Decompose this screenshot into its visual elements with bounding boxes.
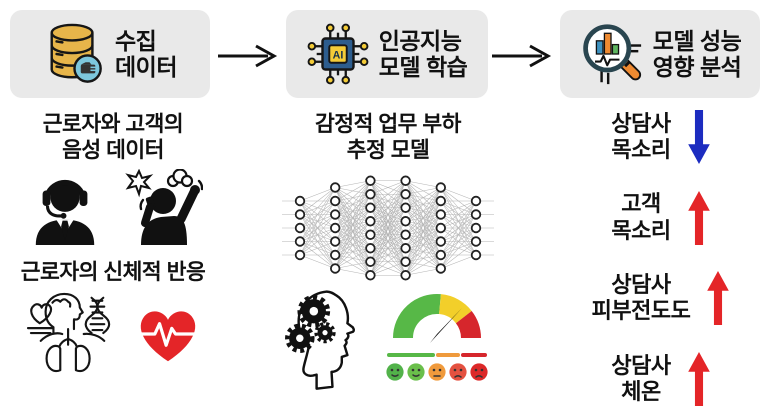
step-label-line: 모델 성능 — [652, 27, 742, 54]
heading-line: 음성 데이터 — [62, 137, 164, 162]
call-agent-icon — [23, 171, 107, 250]
analysis-row-agent-voice: 상담사 목소리 — [548, 110, 774, 164]
trend-up-arrow-icon — [706, 271, 730, 326]
step-label-collect: 수집 데이터 — [115, 28, 177, 81]
heading-line: 감정적 업무 부하 — [315, 112, 461, 136]
label-line: 고객 — [621, 191, 661, 217]
step-label-ai-training: 인공지능 모델 학습 — [379, 28, 468, 81]
flow-arrow-icon — [490, 43, 554, 74]
label-line: 상담사 — [611, 110, 671, 136]
heart-ecg-icon — [132, 303, 204, 370]
model-column: 감정적 업무 부하 추정 모델 — [272, 112, 504, 403]
label-line: 상담사 — [611, 352, 671, 378]
label-line: 상담사 — [611, 271, 671, 297]
analysis-label: 상담사 목소리 — [611, 110, 671, 164]
step-label-line: 인공지능 — [378, 27, 462, 54]
analysis-row-skin-conductance: 상담사 피부전도도 — [548, 271, 774, 326]
step-label-line: 수집 — [115, 27, 157, 54]
trend-down-arrow-icon — [687, 110, 711, 164]
analysis-label: 상담사 피부전도도 — [592, 272, 691, 325]
heading-line: 근로자와 고객의 — [42, 112, 184, 136]
analysis-row-body-temperature: 상담사 체온 — [548, 351, 774, 406]
analysis-label: 고객 목소리 — [611, 191, 671, 244]
model-heading: 감정적 업무 부하 추정 모델 — [272, 112, 504, 164]
physio-icons-row — [2, 289, 224, 383]
step-label-line: 모델 학습 — [378, 54, 468, 80]
database-icon — [43, 21, 105, 87]
label-line: 체온 — [621, 378, 661, 404]
pipeline-step-collect-data: 수집 데이터 — [10, 10, 210, 98]
label-line: 피부전도도 — [591, 298, 691, 324]
label-line: 목소리 — [611, 217, 671, 243]
step-label-line: 데이터 — [115, 54, 177, 80]
model-icons-row — [272, 286, 504, 403]
pipeline-step-analysis: 모델 성능 영향 분석 — [560, 10, 760, 98]
voice-data-heading: 근로자와 고객의 음성 데이터 — [2, 112, 224, 164]
voice-icons-row — [2, 167, 224, 250]
physio-heading: 근로자의 신체적 반응 — [20, 259, 206, 284]
pipeline-step-ai-training: AI 인공지능 모델 학습 — [286, 10, 488, 98]
neural-network — [282, 175, 494, 281]
trend-up-arrow-icon — [687, 351, 711, 406]
analysis-column: 상담사 목소리 고객 목소리 상담사 피부전도도 — [548, 110, 774, 406]
magnifier-chart-icon — [579, 21, 643, 87]
step-label-line: 영향 분석 — [652, 54, 742, 80]
label-line: 목소리 — [611, 137, 671, 162]
flow-arrow-icon — [216, 43, 280, 74]
trend-up-arrow-icon — [687, 190, 711, 245]
emotion-gauge-icon — [376, 292, 498, 389]
head-gears-icon — [278, 286, 372, 403]
angry-customer-icon — [111, 167, 204, 250]
analysis-row-customer-voice: 고객 목소리 — [548, 190, 774, 245]
body-anatomy-icon — [22, 290, 122, 383]
heading-line: 추정 모델 — [346, 137, 430, 162]
step-label-analysis: 모델 성능 영향 분석 — [653, 28, 742, 81]
data-column: 근로자와 고객의 음성 데이터 — [2, 112, 224, 383]
ai-chip-label: AI — [332, 49, 343, 61]
ai-chip-icon: AI — [307, 22, 369, 86]
analysis-label: 상담사 체온 — [611, 352, 671, 406]
